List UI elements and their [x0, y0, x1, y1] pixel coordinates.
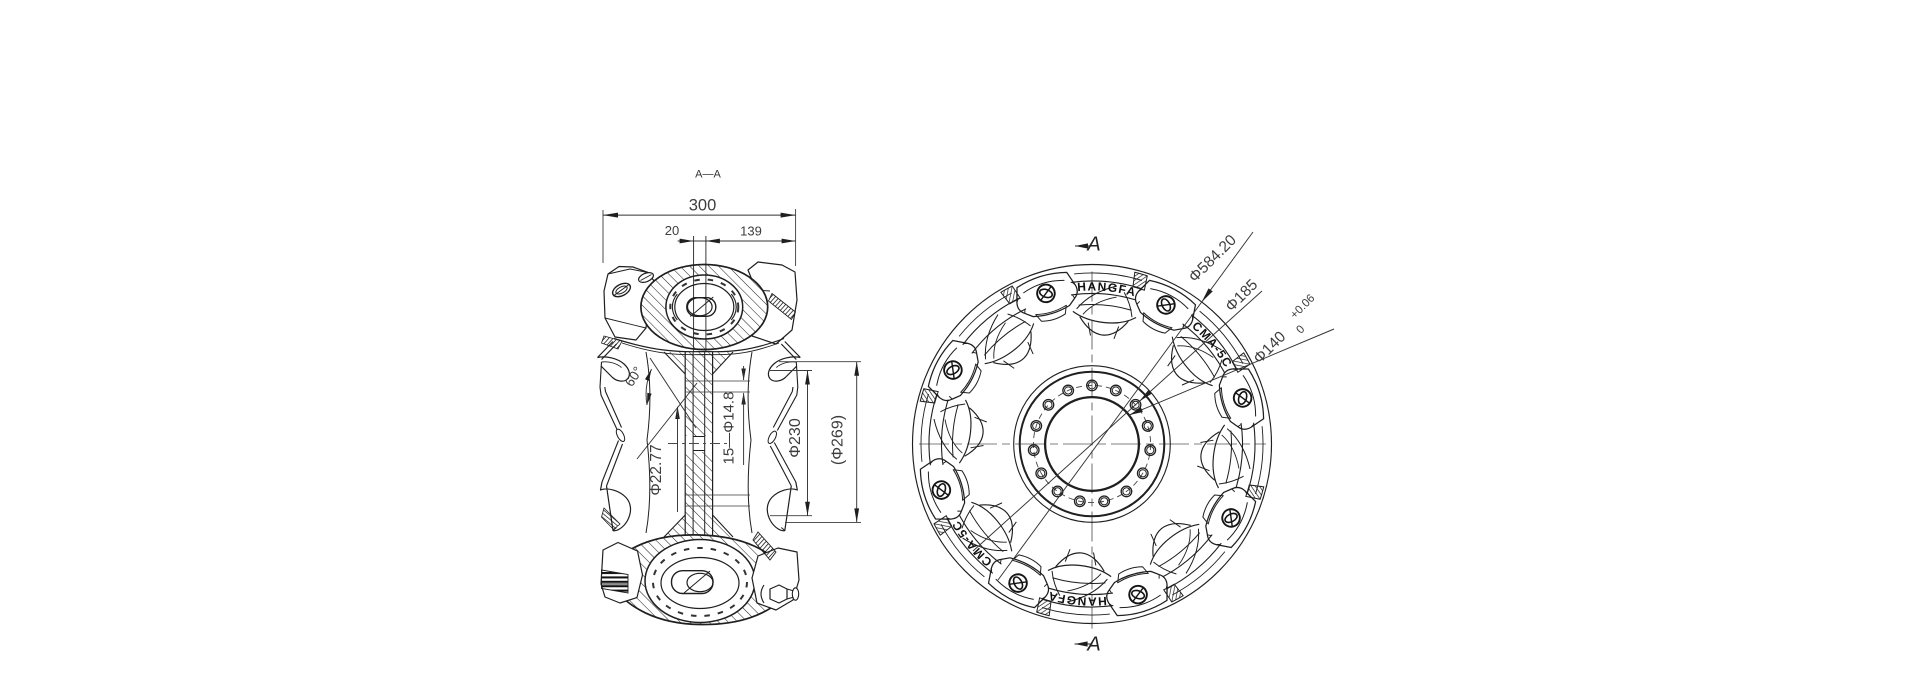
- svg-text:Φ230: Φ230: [787, 418, 804, 458]
- svg-text:300: 300: [689, 197, 717, 215]
- svg-text:A—A: A—A: [695, 169, 721, 181]
- svg-text:(Φ269): (Φ269): [830, 415, 847, 465]
- svg-text:15—Φ14.8: 15—Φ14.8: [721, 392, 738, 465]
- svg-text:Φ22.77: Φ22.77: [648, 444, 665, 495]
- svg-text:139: 139: [740, 224, 762, 239]
- svg-text:20: 20: [665, 223, 679, 238]
- svg-text:A: A: [1086, 634, 1100, 656]
- svg-text:A: A: [1086, 234, 1100, 256]
